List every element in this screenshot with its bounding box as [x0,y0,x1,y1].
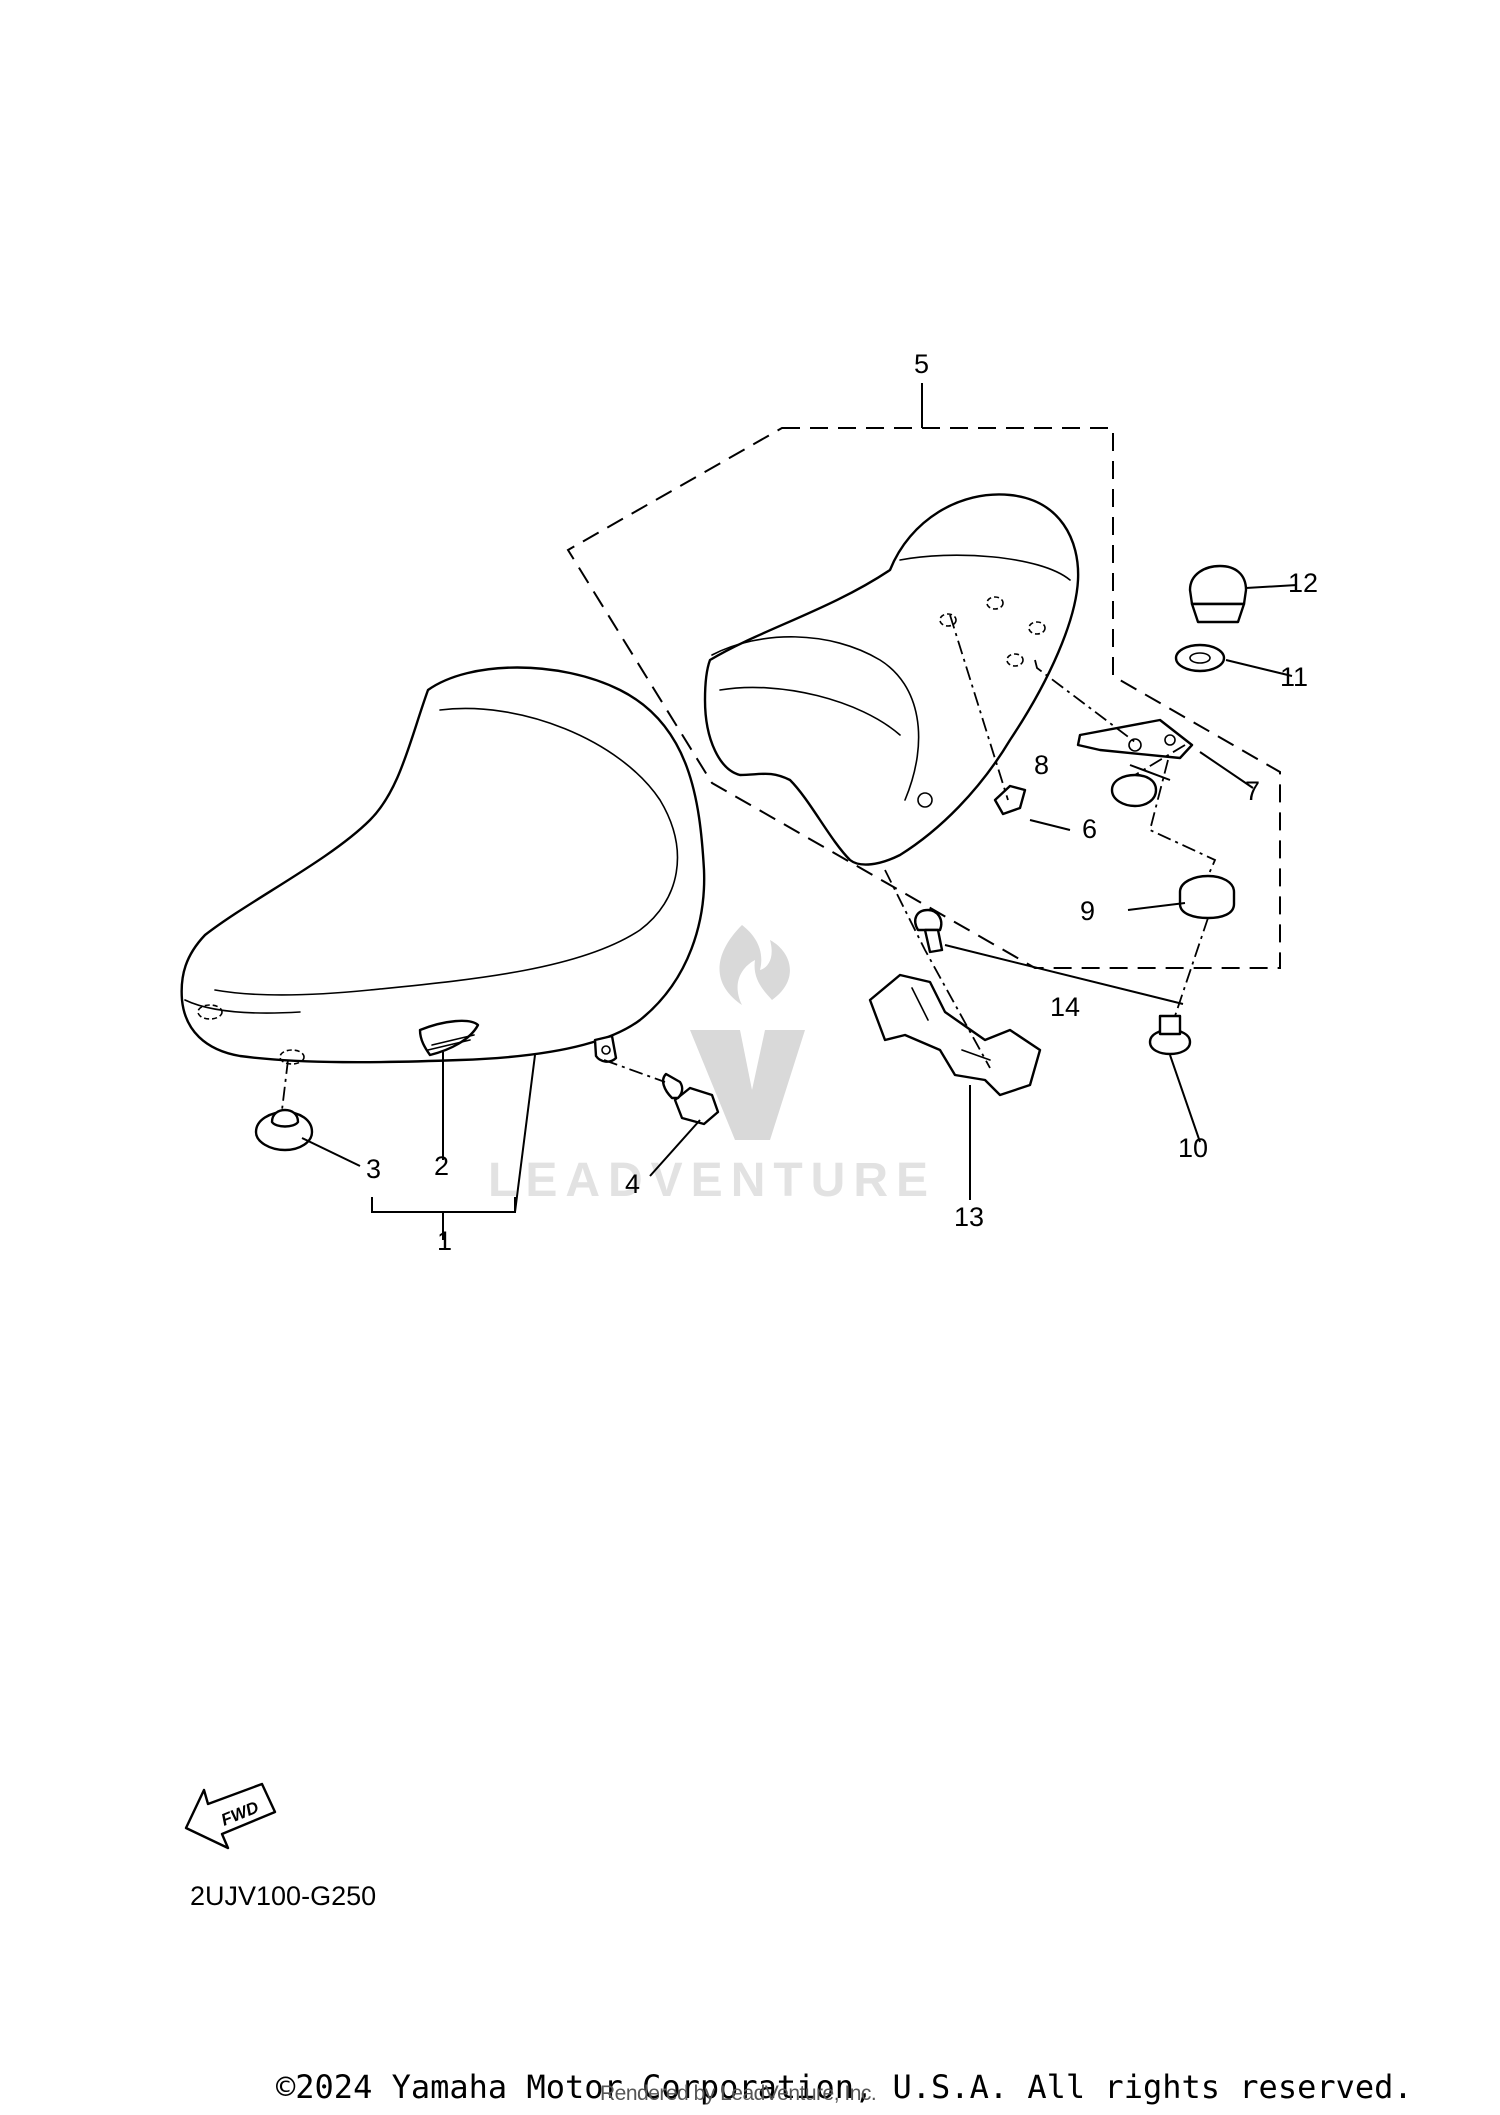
cap-nut-part [1188,564,1248,624]
rendered-by-notice: Rendered by LeadVenture, Inc. [600,2082,877,2105]
centerline-plate [1034,659,1136,743]
bolt-14-part [914,908,944,954]
callout-14: 14 [1050,992,1080,1022]
rear-seat [703,493,1080,866]
watermark-text: LEADVENTURE [488,1154,936,1207]
washer-part [1174,643,1226,673]
damper-part [254,1108,314,1152]
main-seat [180,666,706,1065]
callout-4: 4 [625,1169,640,1199]
callout-5: 5 [914,349,929,379]
centerline-main [281,1059,289,1111]
callout-9: 9 [1080,896,1095,926]
nut-8-part [1110,773,1158,808]
centerline-nut [949,614,1009,801]
callout-3: 3 [366,1154,381,1184]
callout-10: 10 [1178,1133,1208,1163]
watermark-logo: LEADVENTURE [488,925,936,1207]
copyright-notice: ©2024 Yamaha Motor Corporation, U.S.A. A… [276,2068,1413,2106]
diagram-code: 2UJV100-G250 [190,1881,377,1911]
callout-labels: 1 2 3 4 5 6 7 8 9 10 11 12 13 14 [366,349,1318,1256]
fwd-arrow-icon: FWD [184,1782,277,1850]
centerline-bolt [603,1059,666,1083]
callout-1: 1 [437,1226,452,1256]
bracket-part [868,973,1042,1097]
grommet-part [1178,874,1236,920]
callout-7: 7 [1245,776,1260,806]
callout-11: 11 [1280,662,1308,692]
seat-emblem [418,1019,480,1057]
callout-12: 12 [1288,568,1318,598]
nut-part [993,784,1027,816]
leaders [301,383,1298,1240]
callout-8: 8 [1034,750,1049,780]
callout-6: 6 [1082,814,1097,844]
callout-13: 13 [954,1202,984,1232]
centerline-rear-latch [884,869,991,1069]
bolt-part [661,1072,720,1126]
rear-seat-group-outline [566,427,1281,969]
callout-2: 2 [434,1151,449,1181]
